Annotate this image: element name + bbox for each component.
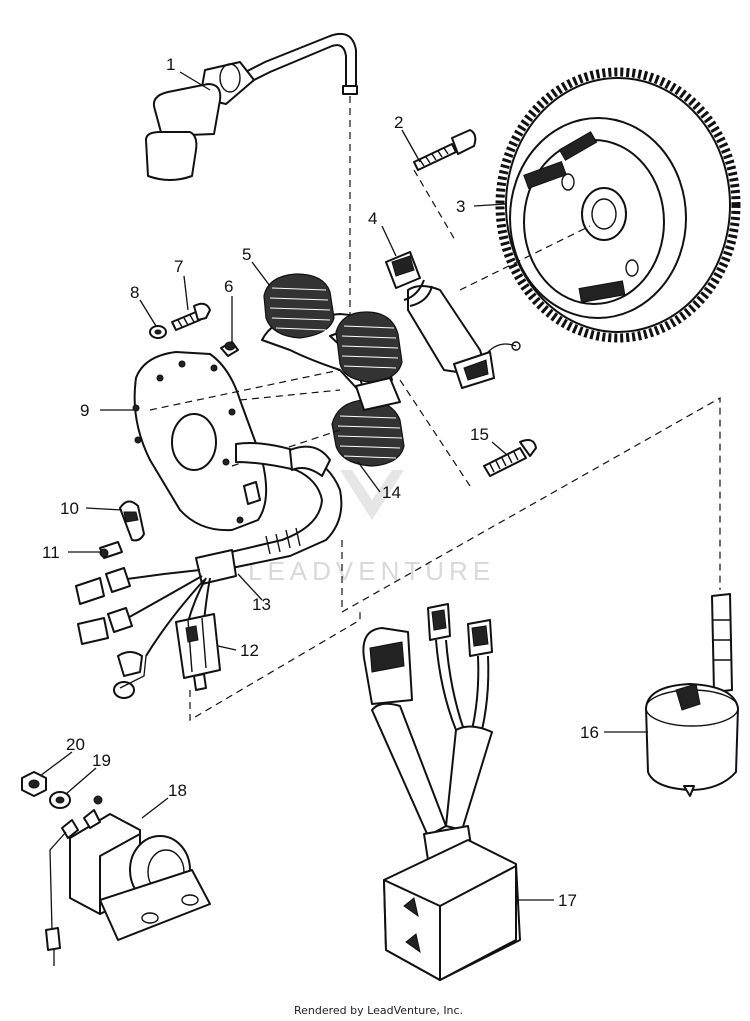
callout-19: 19 — [92, 751, 111, 770]
screw-6[interactable] — [220, 341, 239, 357]
clamp-10[interactable] — [119, 500, 145, 542]
washer-19[interactable] — [49, 791, 71, 809]
callout-12: 12 — [240, 641, 259, 660]
callout-8: 8 — [130, 283, 139, 302]
callout-15: 15 — [470, 425, 489, 444]
screw-11[interactable] — [99, 541, 123, 559]
callout-13: 13 — [252, 595, 271, 614]
pulser-coil[interactable] — [385, 251, 521, 389]
spark-plug-cap[interactable] — [145, 32, 358, 181]
callout-20: 20 — [66, 735, 85, 754]
callout-labels: 1 2 3 4 5 6 7 8 9 10 11 12 13 14 15 16 1… — [42, 55, 599, 910]
callout-6: 6 — [224, 277, 233, 296]
ignition-coil[interactable] — [645, 593, 739, 797]
watermark-text: LEADVENTURE — [248, 556, 495, 586]
wire-harness[interactable] — [75, 442, 343, 699]
callout-1: 1 — [166, 55, 175, 74]
flywheel[interactable] — [459, 67, 741, 343]
callout-3: 3 — [456, 197, 465, 216]
callout-16: 16 — [580, 723, 599, 742]
leader-lines — [39, 71, 648, 901]
stator-winding-center — [335, 311, 403, 383]
watermark: LEADVENTURE — [248, 470, 495, 586]
callout-10: 10 — [60, 499, 79, 518]
bolt-2[interactable] — [413, 129, 477, 241]
connector-12[interactable] — [175, 613, 221, 691]
callout-14: 14 — [382, 483, 401, 502]
callout-2: 2 — [394, 113, 403, 132]
bolt-15[interactable] — [399, 379, 537, 487]
screw-7[interactable] — [171, 302, 211, 331]
callout-9: 9 — [80, 401, 89, 420]
charge-coil-winding — [263, 273, 335, 339]
callout-7: 7 — [174, 257, 183, 276]
callout-11: 11 — [42, 543, 60, 562]
nut-20[interactable] — [21, 771, 47, 797]
callout-4: 4 — [368, 209, 377, 228]
stator[interactable] — [261, 273, 405, 467]
cdi-unit[interactable] — [362, 603, 521, 981]
starter-relay[interactable] — [45, 795, 211, 966]
lighting-coil-winding — [331, 399, 405, 467]
callout-5: 5 — [242, 245, 251, 264]
footer-credit: Rendered by LeadVenture, Inc. — [294, 1004, 463, 1017]
callout-17: 17 — [558, 891, 577, 910]
stator-plate[interactable] — [132, 351, 268, 532]
callout-18: 18 — [168, 781, 187, 800]
washer-8[interactable] — [149, 325, 167, 339]
